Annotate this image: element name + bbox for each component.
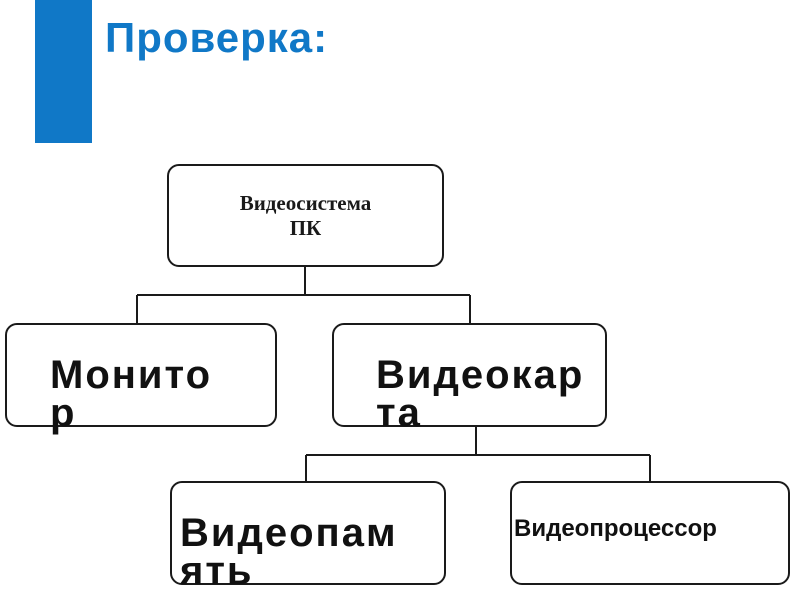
node-videomemory-label: Видеопамять — [180, 511, 398, 593]
node-videocard-label: Видеокарта — [376, 353, 585, 435]
node-videocard — [332, 323, 607, 427]
node-videoprocessor-label: Видеопроцессор — [514, 515, 717, 542]
node-video-system: Видеосистема ПК — [167, 164, 444, 267]
node-videomemory — [170, 481, 446, 585]
node-videoprocessor — [510, 481, 790, 585]
node-monitor — [5, 323, 277, 427]
slide-title: Проверка: — [105, 14, 329, 61]
accent-bar — [35, 0, 92, 143]
node-video-system-label: Видеосистема ПК — [239, 190, 372, 240]
node-monitor-label: Монитор — [50, 353, 212, 435]
